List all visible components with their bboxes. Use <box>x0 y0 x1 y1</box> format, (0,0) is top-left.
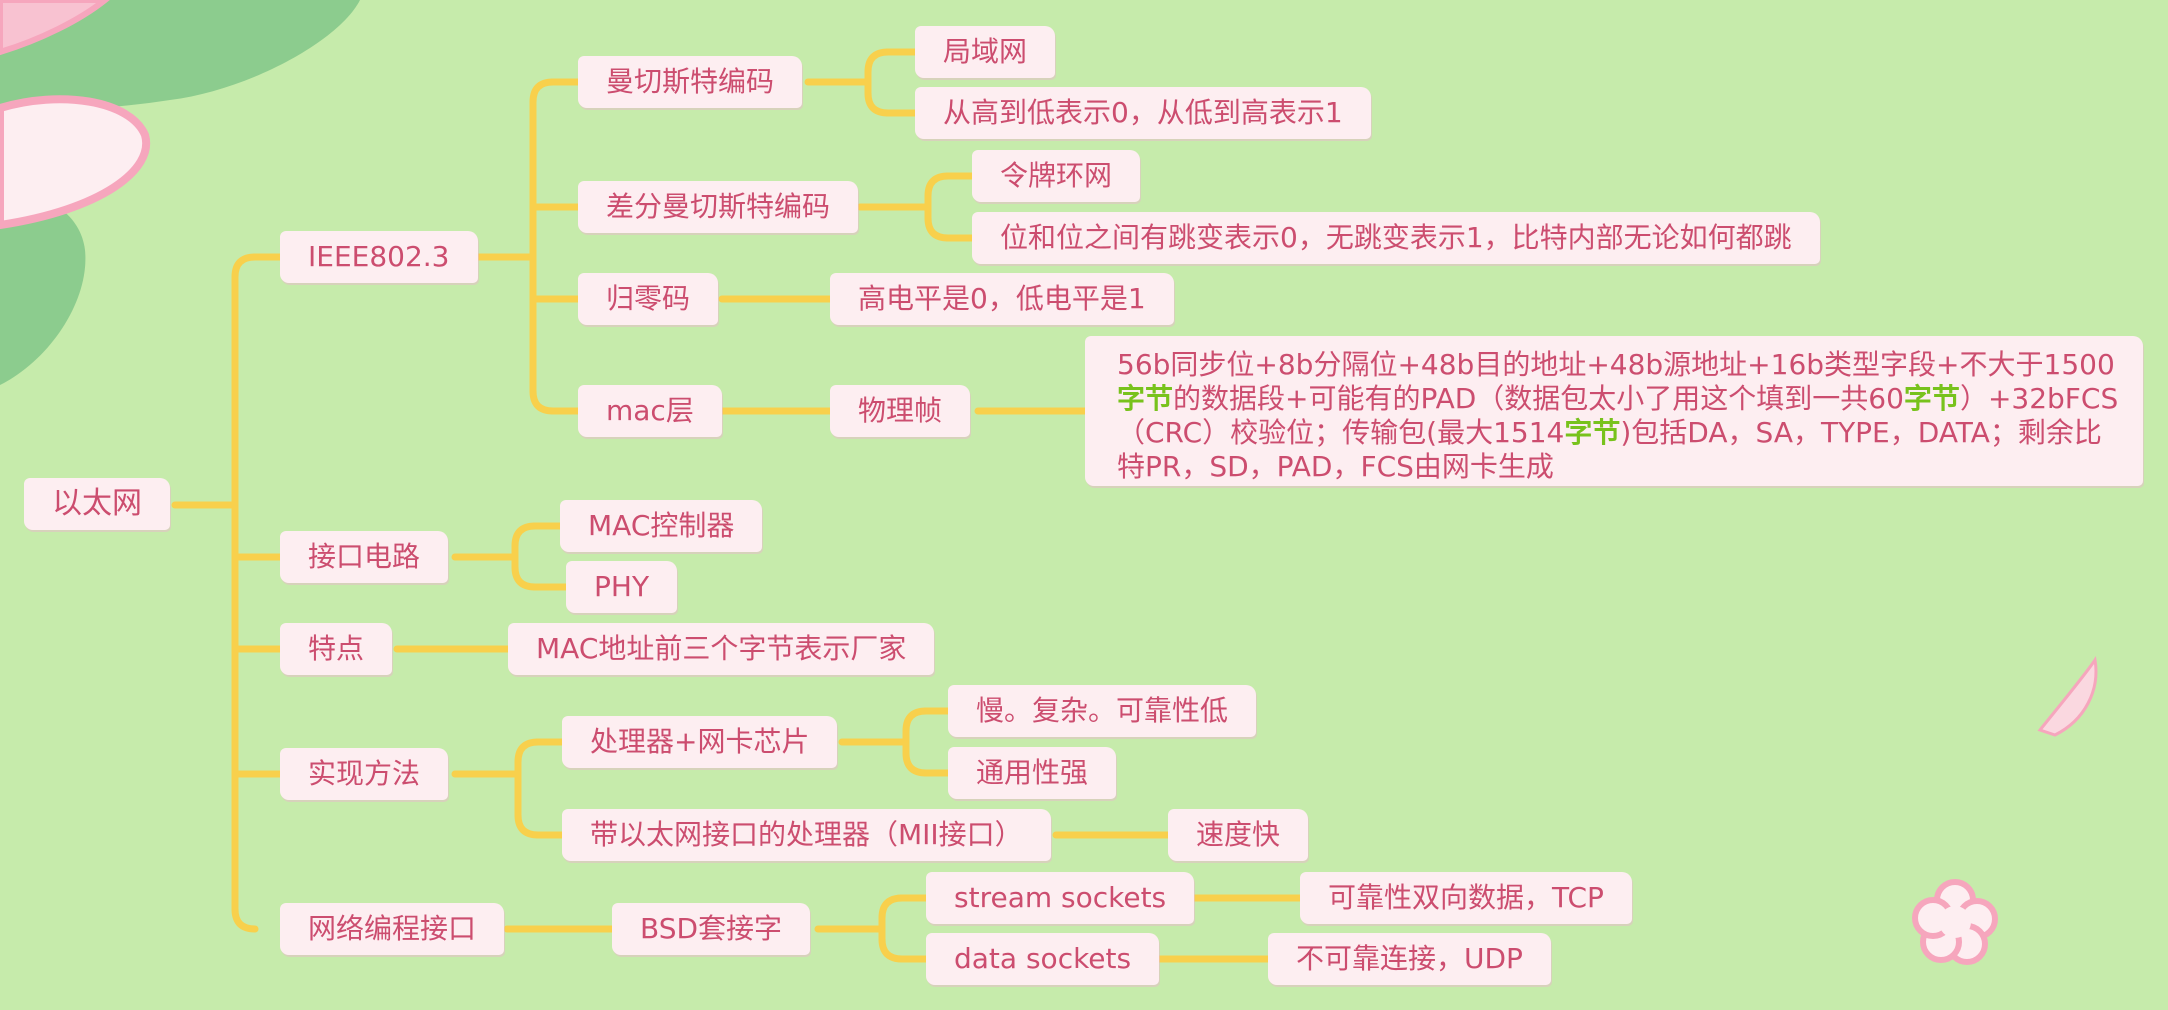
node-diff-manchester-rule[interactable]: 位和位之间有跳变表示0，无跳变表示1，比特内部无论如何都跳 <box>972 212 1820 264</box>
node-diff-manchester[interactable]: 差分曼切斯特编码 <box>578 181 859 233</box>
frame-desc-part-3: ）+32bFCS（CRC）校验位；传输包(最大1514 <box>1117 382 2119 449</box>
node-stream-sockets[interactable]: stream sockets <box>926 872 1195 924</box>
frame-desc-highlight-3: 字节 <box>1564 416 1621 449</box>
frame-desc-part-4: )包括DA，SA，TYPE，DATA；剩余比特PR，SD，PAD，FCS由网卡生… <box>1117 416 2102 483</box>
node-implementation[interactable]: 实现方法 <box>280 748 449 800</box>
decoration-petal <box>2037 656 2098 737</box>
node-manchester-usage[interactable]: 局域网 <box>915 26 1056 78</box>
node-cpu-nic[interactable]: 处理器+网卡芯片 <box>562 716 838 768</box>
node-rz-rule[interactable]: 高电平是0，低电平是1 <box>830 273 1174 325</box>
node-mac-address-feature[interactable]: MAC地址前三个字节表示厂家 <box>508 623 935 675</box>
frame-desc-part-2: 的数据段+可能有的PAD（数据包太小了用这个填到一共60 <box>1173 382 1904 415</box>
frame-desc-part-1: 56b同步位+8b分隔位+48b目的地址+48b源地址+16b类型字段+不大于1… <box>1117 348 2115 381</box>
node-features[interactable]: 特点 <box>280 623 393 675</box>
node-cpu-eth[interactable]: 带以太网接口的处理器（MII接口） <box>562 809 1051 861</box>
node-cpu-nic-con[interactable]: 慢。复杂。可靠性低 <box>948 685 1257 737</box>
node-cpu-eth-pro[interactable]: 速度快 <box>1168 809 1309 861</box>
node-mac-layer[interactable]: mac层 <box>578 385 722 437</box>
node-mac-controller[interactable]: MAC控制器 <box>560 500 763 552</box>
node-bsd-sockets[interactable]: BSD套接字 <box>612 903 811 955</box>
node-manchester[interactable]: 曼切斯特编码 <box>578 56 803 108</box>
decoration-leaves <box>0 0 360 385</box>
node-interface-circuit[interactable]: 接口电路 <box>280 531 449 583</box>
node-frame-description[interactable]: 56b同步位+8b分隔位+48b目的地址+48b源地址+16b类型字段+不大于1… <box>1085 336 2143 486</box>
frame-desc-highlight-1: 字节 <box>1117 382 1174 415</box>
node-ieee802-3[interactable]: IEEE802.3 <box>280 231 478 283</box>
decoration-flower <box>1912 879 1998 965</box>
node-stream-sockets-desc[interactable]: 可靠性双向数据，TCP <box>1300 872 1632 924</box>
root-node[interactable]: 以太网 <box>24 478 170 530</box>
frame-desc-highlight-2: 字节 <box>1903 382 1960 415</box>
node-rz-code[interactable]: 归零码 <box>578 273 719 325</box>
node-data-sockets-desc[interactable]: 不可靠连接，UDP <box>1268 933 1551 985</box>
node-data-sockets[interactable]: data sockets <box>926 933 1160 985</box>
node-physical-frame[interactable]: 物理帧 <box>830 385 971 437</box>
node-programming-interface[interactable]: 网络编程接口 <box>280 903 505 955</box>
node-diff-manchester-usage[interactable]: 令牌环网 <box>972 150 1141 202</box>
node-cpu-nic-pro[interactable]: 通用性强 <box>948 747 1117 799</box>
node-manchester-rule[interactable]: 从高到低表示0，从低到高表示1 <box>915 87 1371 139</box>
node-phy[interactable]: PHY <box>566 561 678 613</box>
